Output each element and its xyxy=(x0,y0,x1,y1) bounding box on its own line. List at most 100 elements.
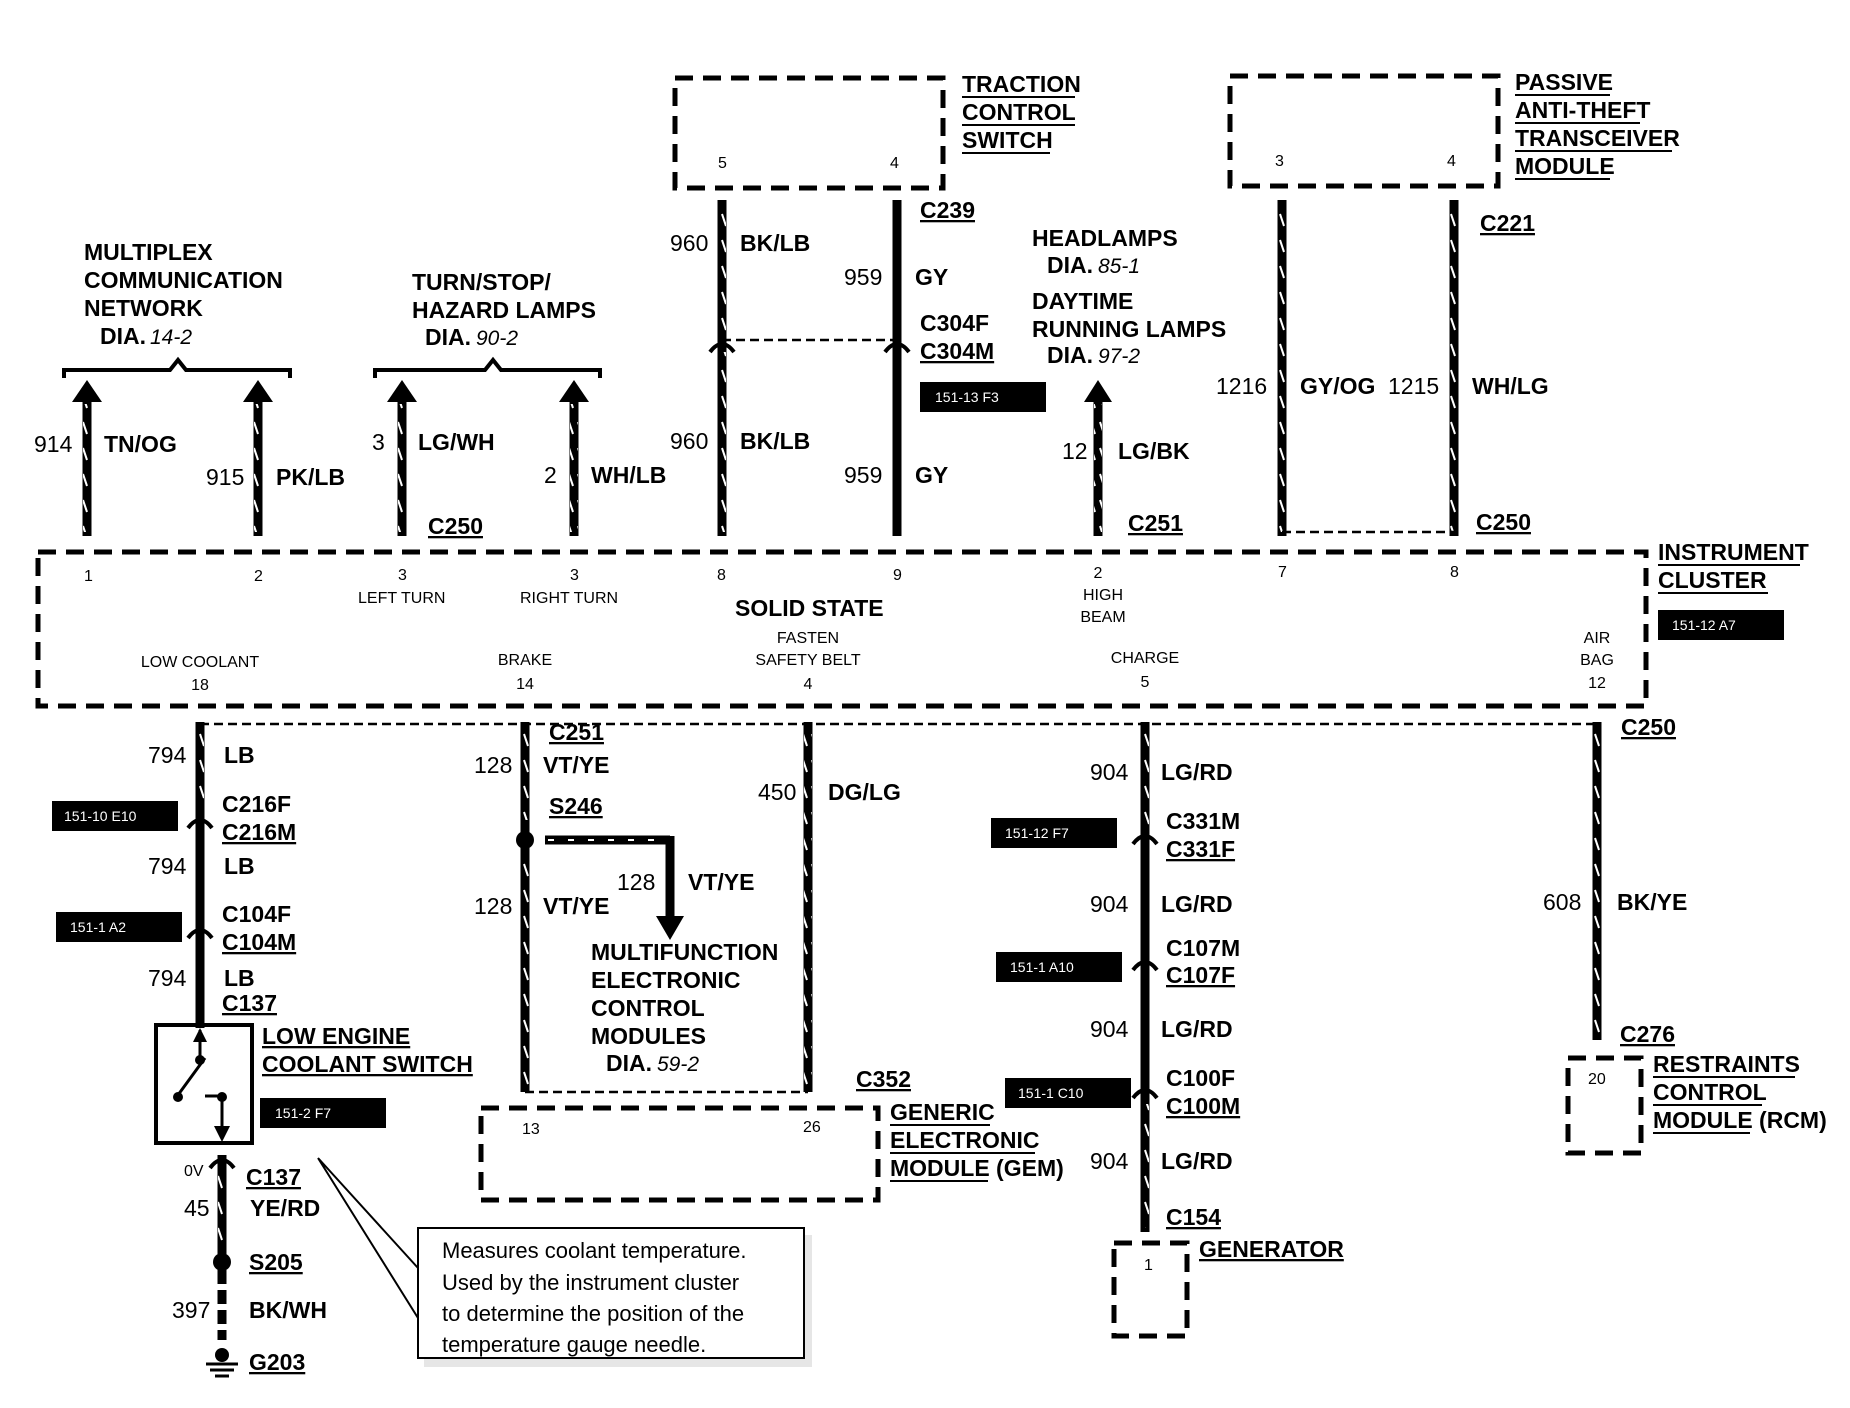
cluster-bottom-pin-5: 5 xyxy=(1141,674,1150,691)
cluster-top-pin-3-right: 3 xyxy=(570,567,579,584)
cluster-top-pin-8-right: 8 xyxy=(1450,564,1459,581)
ref-151-1-c10: 151-1 C10 xyxy=(1005,1078,1131,1108)
svg-text:151-10 E10: 151-10 E10 xyxy=(64,808,137,824)
cluster-top-pin-2: 2 xyxy=(254,568,263,585)
pats-box xyxy=(1227,73,1501,189)
multiplex-line-3: NETWORK xyxy=(84,295,203,321)
wire-450-circuit: 450 xyxy=(758,779,796,805)
traction-control-box xyxy=(672,75,946,191)
wire-914: 914 TN/OG xyxy=(34,380,177,536)
wire-1215-circuit: 1215 xyxy=(1388,373,1439,399)
wire-904-b-color: LG/RD xyxy=(1161,891,1233,917)
connector-c107m: C107M xyxy=(1166,935,1240,961)
wire-960-lower-circuit: 960 xyxy=(670,428,708,454)
pats-title-3: TRANSCEIVER xyxy=(1515,125,1680,151)
ref-151-2-f7: 151-2 F7 xyxy=(260,1098,386,1128)
connector-c250-left: C250 xyxy=(428,513,483,539)
wire-914-circuit: 914 xyxy=(34,431,73,457)
gem-box xyxy=(478,1105,881,1203)
wire-960: 960 BK/LB 960 BK/LB xyxy=(670,200,810,536)
wire-959-upper-circuit: 959 xyxy=(844,264,882,290)
connector-c100m: C100M xyxy=(1166,1093,1240,1119)
connector-c216m: C216M xyxy=(222,819,296,845)
cluster-top-pin-8: 8 xyxy=(717,567,726,584)
drl-line-1: DAYTIME xyxy=(1032,288,1133,314)
mecm-line-4: MODULES xyxy=(591,1023,706,1049)
cluster-top-label-right-turn: RIGHT TURN xyxy=(520,590,618,607)
cluster-bottom-pin-4: 4 xyxy=(804,676,813,693)
cluster-bottom-pin-14: 14 xyxy=(516,676,534,693)
wire-794-c-circuit: 794 xyxy=(148,965,187,991)
wire-397-circuit: 397 xyxy=(172,1297,210,1323)
instrument-cluster: INSTRUMENT CLUSTER 151-12 A7 SOLID STATE… xyxy=(35,539,1809,709)
coolant-branch: 794 LB C216F C216M 151-10 E10 794 LB C10… xyxy=(52,722,812,1378)
cluster-top-pin-2-hb: 2 xyxy=(1094,565,1103,582)
ground-g203: G203 xyxy=(249,1349,305,1375)
wire-959-lower-color: GY xyxy=(915,462,948,488)
cluster-bottom-pin-18: 18 xyxy=(191,677,209,694)
headlamps-dia-prefix: DIA. xyxy=(1047,252,1093,278)
wire-1216-circuit: 1216 xyxy=(1216,373,1267,399)
coolant-ov: 0V xyxy=(184,1163,204,1180)
pats-title-1: PASSIVE xyxy=(1515,69,1613,95)
splice-s205-dot xyxy=(213,1253,231,1271)
wire-12-color: LG/BK xyxy=(1118,438,1190,464)
cluster-top-pin-1: 1 xyxy=(84,568,93,585)
switch-symbol-icon xyxy=(176,1030,224,1128)
rcm-title-1: RESTRAINTS xyxy=(1653,1051,1800,1077)
traction-pin-5: 5 xyxy=(718,155,727,172)
connector-c251-top: C251 xyxy=(1128,510,1183,536)
mecm-line-2: ELECTRONIC xyxy=(591,967,741,993)
headlamps-label: HEADLAMPS DIA. 85-1 DAYTIME RUNNING LAMP… xyxy=(1032,225,1226,368)
multiplex-dia-prefix: DIA. xyxy=(100,323,146,349)
cluster-top-label-high: HIGH xyxy=(1083,587,1123,604)
drl-dia-ref: 97-2 xyxy=(1098,345,1140,368)
wire-904-a-color: LG/RD xyxy=(1161,759,1233,785)
headlamps-dia-ref: 85-1 xyxy=(1098,255,1140,278)
note-pointer xyxy=(317,1157,419,1319)
svg-text:151-2 F7: 151-2 F7 xyxy=(275,1105,331,1121)
wire-959-upper-color: GY xyxy=(915,264,948,290)
coolant-switch-box xyxy=(154,1023,254,1145)
wire-1215-color: WH/LG xyxy=(1472,373,1549,399)
pats-pin-3: 3 xyxy=(1275,153,1284,170)
pats-pin-4: 4 xyxy=(1447,153,1456,170)
wire-608-color: BK/YE xyxy=(1617,889,1687,915)
turnstop-label: TURN/STOP/ HAZARD LAMPS DIA. 90-2 xyxy=(373,269,602,378)
multiplex-label: MULTIPLEX COMMUNICATION NETWORK DIA. 14-… xyxy=(62,239,292,378)
cluster-solid-state: SOLID STATE xyxy=(735,595,884,621)
pats-title-4: MODULE xyxy=(1515,153,1615,179)
cluster-top-pin-7: 7 xyxy=(1278,564,1287,581)
generator-label: GENERATOR xyxy=(1199,1236,1344,1262)
pats-title-2: ANTI-THEFT xyxy=(1515,97,1650,123)
wire-904-d-color: LG/RD xyxy=(1161,1148,1233,1174)
cluster-top-pin-3-left: 3 xyxy=(398,567,407,584)
connector-c331f: C331F xyxy=(1166,836,1235,862)
wire-960-upper-color: BK/LB xyxy=(740,230,810,256)
cluster-top-label-left-turn: LEFT TURN xyxy=(358,590,445,607)
rcm-box xyxy=(1565,1055,1644,1156)
connector-c304m: C304M xyxy=(920,338,994,364)
wire-794-b-color: LB xyxy=(224,853,255,879)
wire-608-circuit: 608 xyxy=(1543,889,1581,915)
turnstop-line-2: HAZARD LAMPS xyxy=(412,297,596,323)
multiplex-dia-ref: 14-2 xyxy=(150,326,192,349)
connector-c304f: C304F xyxy=(920,310,989,336)
multiplex-line-2: COMMUNICATION xyxy=(84,267,283,293)
wire-2-whlb: 2 WH/LB xyxy=(544,380,666,536)
connector-c104f: C104F xyxy=(222,901,291,927)
turnstop-dia-prefix: DIA. xyxy=(425,324,471,350)
note-line-2: Used by the instrument cluster xyxy=(442,1270,739,1295)
wire-904-c-circuit: 904 xyxy=(1090,1016,1129,1042)
note-line-1: Measures coolant temperature. xyxy=(442,1238,747,1263)
connector-c352: C352 xyxy=(856,1066,911,1092)
wire-904-d-circuit: 904 xyxy=(1090,1148,1129,1174)
cluster-bottom-label-air: AIR xyxy=(1584,630,1611,647)
connector-c251-bottom: C251 xyxy=(549,719,604,745)
wire-1215: 1215 WH/LG xyxy=(1388,200,1549,536)
wire-915: 915 PK/LB xyxy=(206,380,345,536)
note-box xyxy=(417,1227,805,1359)
traction-title-3: SWITCH xyxy=(962,127,1053,153)
traction-title-1: TRACTION xyxy=(962,71,1081,97)
traction-title-2: CONTROL xyxy=(962,99,1076,125)
